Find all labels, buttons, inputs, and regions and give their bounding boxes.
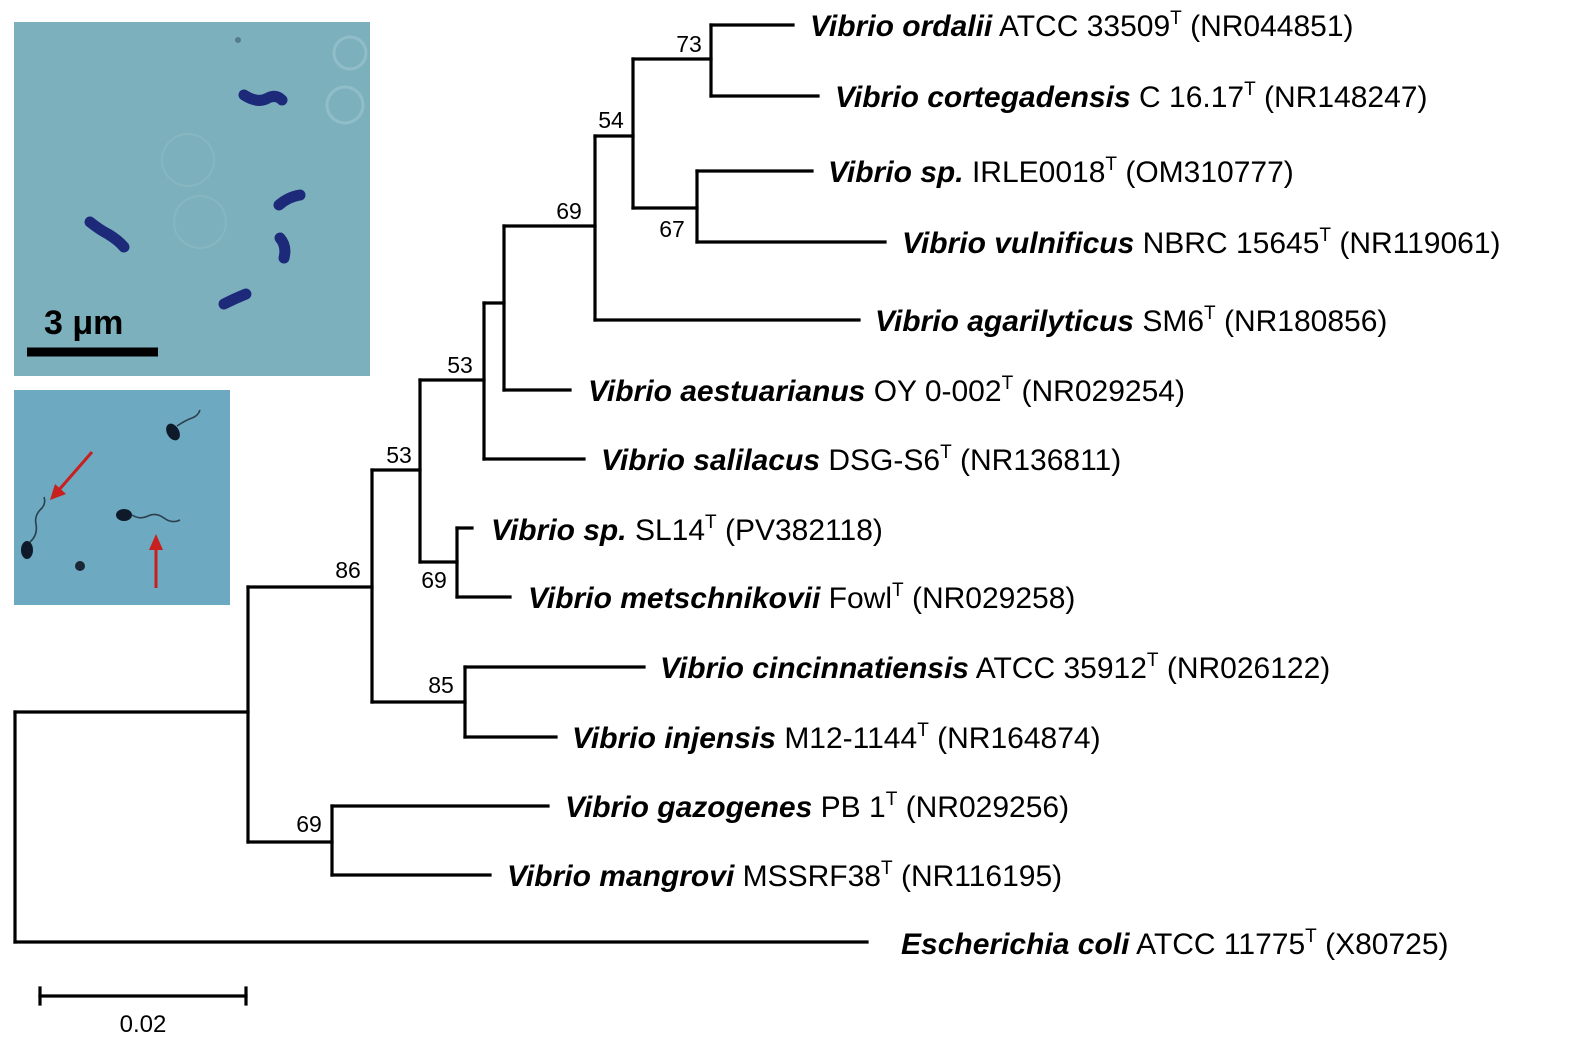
cell: [21, 541, 33, 559]
tree-branches: [13, 23, 887, 944]
flagellum: [29, 496, 46, 543]
taxon-label: Vibrio salilacus DSG-S6T (NR136811): [601, 442, 1121, 477]
micrograph-flagella-image: [14, 390, 230, 605]
taxon-label: Vibrio aestuarianus OY 0-002T (NR029254): [588, 373, 1185, 408]
cell: [218, 288, 252, 310]
halo-artifact: [161, 133, 215, 187]
bootstrap-value: 53: [447, 352, 473, 378]
micrograph-image: [14, 22, 370, 376]
bootstrap-value: 67: [659, 216, 685, 242]
bootstrap-value: 69: [296, 811, 322, 837]
taxon-label: Vibrio sp. IRLE0018T (OM310777): [828, 154, 1294, 189]
bootstrap-values: 73 54 67 69 53 53 69 86 85 69: [296, 31, 702, 837]
taxon-label: Vibrio cortegadensis C 16.17T (NR148247): [835, 79, 1427, 114]
distance-scale-label: 0.02: [120, 1011, 167, 1038]
cell: [273, 189, 306, 211]
taxon-label: Vibrio gazogenes PB 1T (NR029256): [565, 789, 1069, 824]
arrow-flagellum-left: [50, 451, 94, 500]
bootstrap-value: 85: [428, 672, 454, 698]
speck: [235, 37, 241, 43]
halo-artifact: [173, 195, 227, 249]
cell: [116, 509, 132, 521]
bootstrap-value: 69: [556, 198, 582, 224]
taxon-label: Vibrio injensis M12-1144T (NR164874): [572, 720, 1101, 755]
cell: [84, 216, 130, 253]
flagellum: [176, 409, 201, 427]
flagellum: [131, 513, 181, 523]
bootstrap-value: 54: [598, 107, 624, 133]
taxon-label: Vibrio cincinnatiensis ATCC 35912T (NR02…: [660, 650, 1330, 685]
micrograph-flagella: [14, 390, 230, 605]
micrograph-scale-label: 3 μm: [44, 304, 123, 342]
speck: [75, 561, 85, 571]
taxon-label: Escherichia coli ATCC 11775T (X80725): [901, 926, 1449, 961]
bootstrap-value: 69: [421, 567, 447, 593]
taxon-label: Vibrio metschnikovii FowlT (NR029258): [528, 580, 1075, 615]
taxon-label-highlighted: Vibrio sp. SL14T (PV382118): [491, 512, 883, 547]
halo-artifact: [332, 35, 368, 71]
arrow-flagellum-bottom: [149, 534, 163, 588]
cell: [274, 232, 291, 264]
taxon-label: Vibrio mangrovi MSSRF38T (NR116195): [507, 858, 1062, 893]
bootstrap-value: 73: [676, 31, 702, 57]
distance-scale: 0.02: [38, 986, 248, 1038]
taxon-labels: Vibrio ordalii ATCC 33509T (NR044851) Vi…: [491, 8, 1501, 961]
bootstrap-value: 53: [386, 442, 412, 468]
taxon-label: Vibrio vulnificus NBRC 15645T (NR119061): [902, 225, 1501, 260]
cell: [238, 89, 288, 106]
cell: [166, 423, 180, 441]
halo-artifact: [325, 85, 365, 125]
micrograph-cells: 3 μm: [14, 22, 370, 376]
bootstrap-value: 86: [335, 557, 361, 583]
taxon-label: Vibrio ordalii ATCC 33509T (NR044851): [810, 8, 1354, 43]
taxon-label: Vibrio agarilyticus SM6T (NR180856): [875, 303, 1387, 338]
